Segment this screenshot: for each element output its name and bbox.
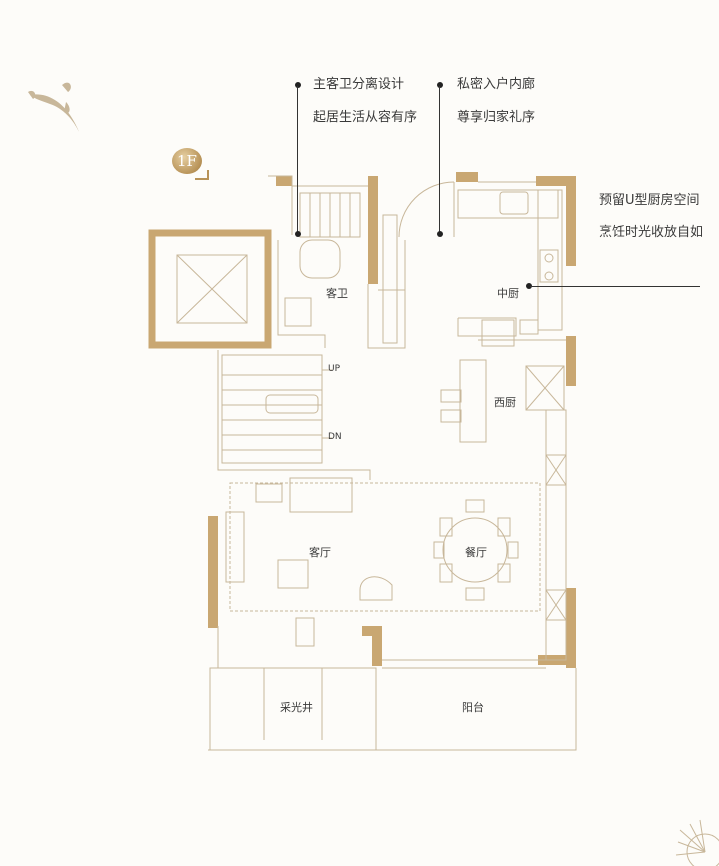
leader-dot-guest-bath-end (295, 231, 301, 237)
annotation-guest-bath-line2: 起居生活从容有序 (313, 110, 418, 125)
room-label-balcony: 阳台 (462, 701, 484, 714)
annotation-kitchen-line2: 烹饪时光收放自如 (599, 225, 704, 240)
leader-line-kitchen (530, 286, 700, 287)
leader-dot-entry (437, 82, 443, 88)
floor-badge: 1F (172, 148, 202, 174)
room-label-chinese-kitchen: 中厨 (497, 287, 519, 300)
room-label-guest-bath: 客卫 (326, 287, 348, 300)
floor-badge-shadow (195, 170, 209, 180)
annotation-entry-line1: 私密入户内廊 (457, 77, 536, 92)
leader-line-entry (439, 86, 440, 234)
plan-lines (208, 175, 577, 751)
room-label-living: 客厅 (309, 546, 331, 559)
room-label-western-kitchen: 西厨 (494, 396, 516, 409)
sunburst-ornament-icon (675, 819, 719, 866)
elevator (148, 229, 272, 349)
annotation-kitchen-line1: 预留U型厨房空间 (599, 193, 700, 208)
room-label-dining: 餐厅 (465, 546, 487, 559)
leader-line-guest-bath (297, 86, 298, 234)
leader-dot-kitchen (526, 283, 532, 289)
leader-dot-entry-end (437, 231, 443, 237)
room-label-lightwell: 采光井 (280, 701, 313, 714)
stair-down-label: DN (328, 432, 342, 442)
annotation-entry-line2: 尊享归家礼序 (457, 110, 536, 125)
stair-up-label: UP (328, 364, 341, 374)
leader-dot-guest-bath (295, 82, 301, 88)
koi-fish-icon (28, 82, 79, 132)
annotation-guest-bath-line1: 主客卫分离设计 (313, 77, 405, 92)
